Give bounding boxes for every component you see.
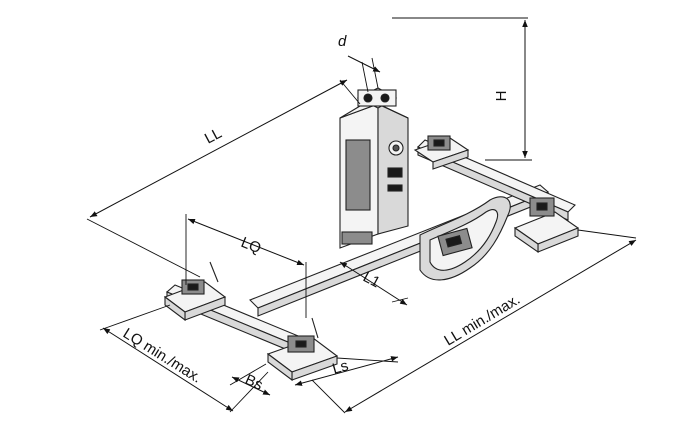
label-l1: L1	[360, 269, 383, 292]
dimension-labels: LL H d LQ L1 LL min./max. LQ min./max. B…	[120, 33, 523, 394]
label-ll-minmax: LL min./max.	[441, 291, 523, 350]
lq-dimension-line	[187, 218, 305, 266]
label-h: H	[493, 91, 510, 102]
label-lq: LQ	[239, 234, 264, 257]
label-ll: LL	[202, 125, 225, 148]
ll-extension-right	[339, 79, 361, 105]
suction-pad-front-left	[163, 261, 227, 322]
suction-pad-rear-left	[413, 135, 470, 170]
top-connector	[356, 87, 398, 109]
d-dimension-line	[347, 55, 381, 73]
d-extension-right	[371, 57, 379, 89]
ls-dimension-line	[294, 356, 399, 386]
label-ls: Ls	[330, 357, 350, 378]
handle-bar	[419, 196, 511, 281]
ll-minmax-dimension-line	[344, 239, 637, 413]
ll-extension-left	[86, 218, 201, 278]
d-extension-left	[361, 61, 369, 93]
bs-dimension-line	[231, 376, 271, 396]
ll-minmax-extension-left	[311, 379, 346, 414]
ll-dimension-line	[89, 79, 348, 218]
lq-minmax-extension-left	[99, 304, 171, 331]
label-bs: Bs	[242, 371, 265, 394]
label-lq-minmax: LQ min./max.	[120, 325, 205, 387]
ll-minmax-extension-right	[577, 229, 637, 239]
label-d: d	[338, 33, 347, 50]
lq-minmax-dimension-line	[102, 327, 234, 412]
dimension-lines	[86, 17, 637, 414]
vacuum-unit-housing	[339, 99, 409, 249]
